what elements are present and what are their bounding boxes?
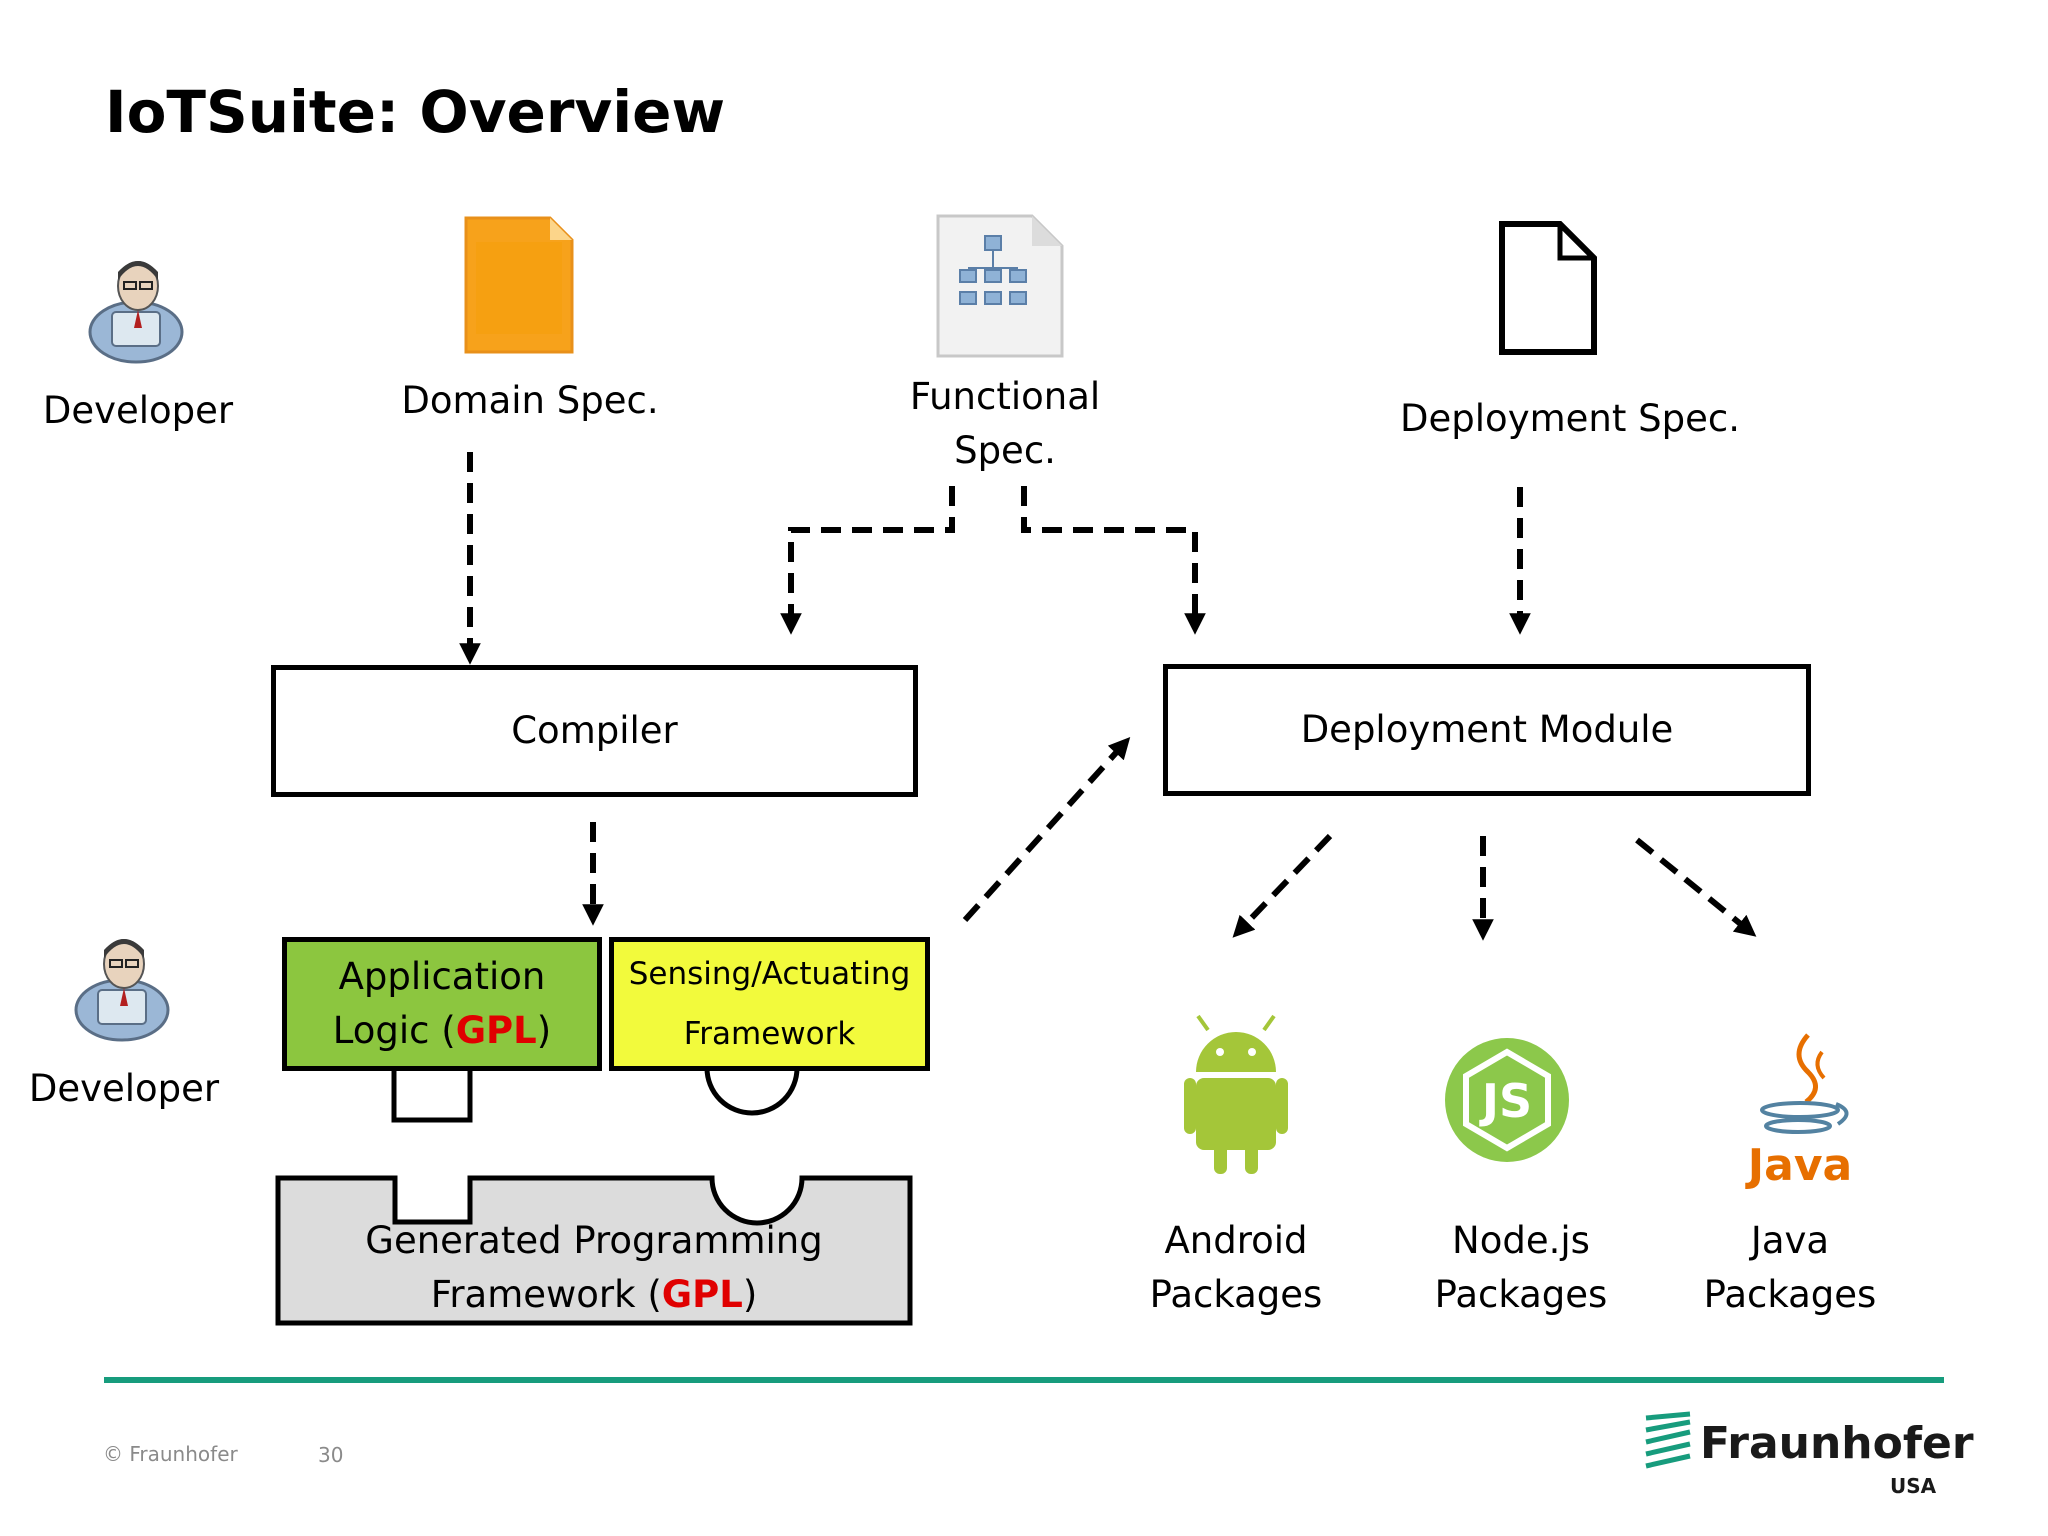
generated-suffix: ): [742, 1273, 758, 1316]
application-logic-box: Application Logic (GPL): [282, 937, 602, 1071]
app-logic-prefix: Logic (: [332, 1009, 456, 1052]
arrow-functional-to-compiler: [780, 486, 955, 635]
developer-label-top: Developer: [42, 389, 234, 432]
functional-spec-label-line2: Spec.: [954, 429, 1056, 472]
orange-document-icon: [464, 216, 574, 354]
sensing-knob: [704, 1067, 800, 1116]
domain-spec-label: Domain Spec.: [401, 379, 659, 422]
java-logo-text: Java: [1747, 1140, 1853, 1191]
deployment-spec-label: Deployment Spec.: [1400, 397, 1740, 440]
generated-framework-line2: Framework (GPL): [278, 1268, 910, 1322]
fraunhofer-logo-icon: [1645, 1411, 1691, 1469]
sensing-line1: Sensing/Actuating: [628, 956, 911, 992]
sensing-actuating-box: Sensing/Actuating Framework: [609, 937, 930, 1071]
compiler-box: Compiler: [271, 665, 918, 797]
generated-framework-line1: Generated Programming: [365, 1219, 823, 1262]
deployment-module-box: Deployment Module: [1163, 664, 1811, 796]
arrow-deployment-to-java: [1635, 837, 1757, 937]
arrow-functional-to-deployment: [1021, 486, 1206, 635]
app-logic-line1: Application: [338, 955, 546, 998]
node-label-line1: Node.js: [1452, 1219, 1590, 1262]
fraunhofer-logo-text: Fraunhofer: [1700, 1418, 1974, 1469]
deployment-module-label: Deployment Module: [1300, 708, 1674, 751]
generated-prefix: Framework (: [430, 1273, 662, 1316]
arrow-deployment-to-android: [1232, 833, 1333, 938]
slide-title: IoTSuite: Overview: [105, 78, 726, 146]
java-label-line1: Java: [1750, 1219, 1830, 1262]
blank-document-icon: [1499, 221, 1597, 355]
page-number: 30: [318, 1443, 344, 1467]
developer-icon: [74, 939, 170, 1042]
java-label-line2: Packages: [1703, 1273, 1877, 1316]
android-icon: [1184, 1014, 1288, 1174]
android-label-line2: Packages: [1149, 1273, 1323, 1316]
developer-icon: [88, 261, 184, 364]
gpl-highlight: GPL: [661, 1273, 743, 1316]
nodejs-icon: [1445, 1038, 1569, 1162]
flowchart-document-icon: [936, 214, 1064, 358]
gpl-highlight: GPL: [455, 1009, 537, 1052]
app-logic-line2: Logic (GPL): [333, 1004, 551, 1058]
compiler-label: Compiler: [511, 709, 678, 752]
java-icon: [1760, 1033, 1849, 1134]
generated-framework-shape: [275, 1175, 913, 1326]
node-label-line2: Packages: [1434, 1273, 1608, 1316]
android-label-line1: Android: [1164, 1219, 1308, 1262]
developer-label-bottom: Developer: [28, 1067, 220, 1110]
fraunhofer-logo-sub: USA: [1890, 1474, 1937, 1498]
arrow-framework-to-deployment: [962, 736, 1131, 923]
functional-spec-label-line1: Functional: [909, 375, 1101, 418]
nodejs-logo-text: JS: [1481, 1074, 1533, 1128]
footer-copyright: © Fraunhofer: [103, 1442, 238, 1466]
app-logic-suffix: ): [536, 1009, 552, 1052]
app-logic-tab: [391, 1065, 473, 1123]
sensing-line2: Framework: [683, 1016, 856, 1052]
